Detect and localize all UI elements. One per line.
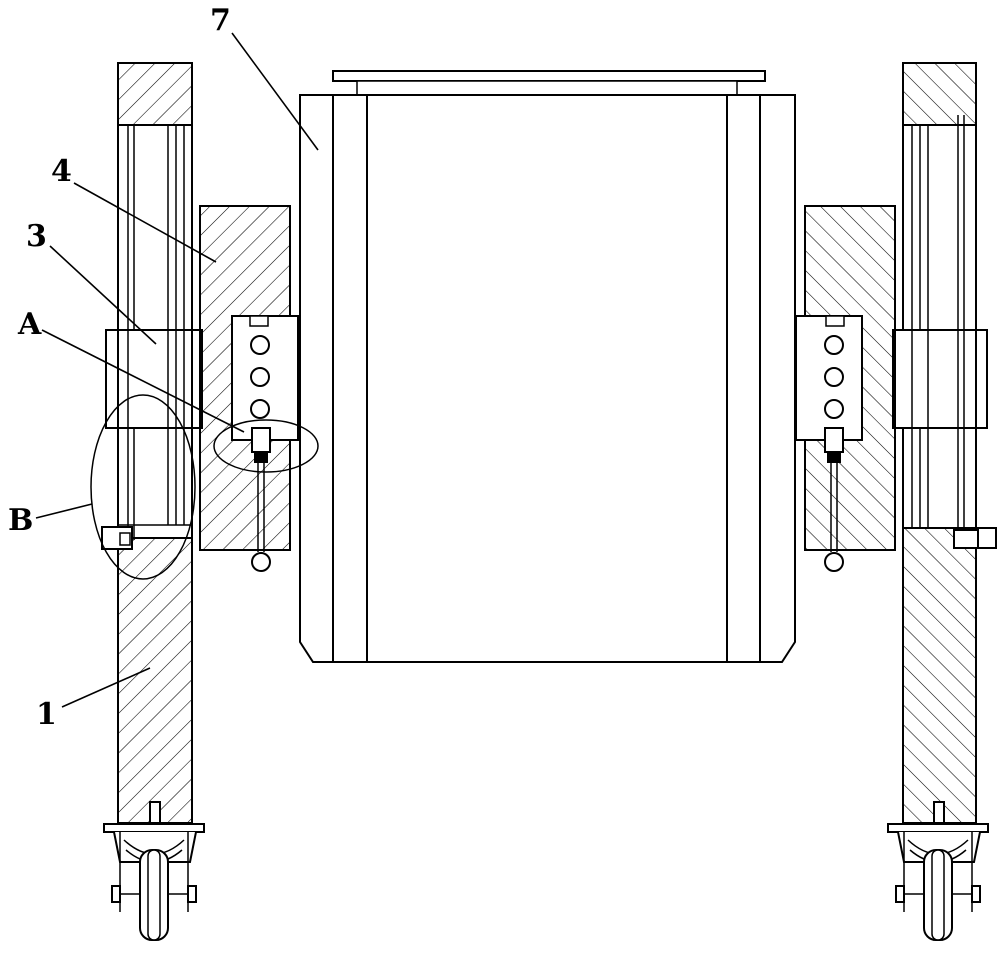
left-caster xyxy=(103,801,205,941)
label-4: 4 xyxy=(51,154,72,189)
central-container xyxy=(299,70,796,663)
detail-b-ellipse xyxy=(90,394,196,580)
left-clamp-block xyxy=(199,205,299,572)
label-1: 1 xyxy=(36,697,57,732)
right-slider xyxy=(892,329,988,429)
label-7: 7 xyxy=(210,3,231,38)
right-caster xyxy=(887,801,989,941)
right-lock-block xyxy=(953,529,979,549)
left-slider xyxy=(105,329,203,429)
right-clamp-block xyxy=(795,205,896,572)
label-a: A xyxy=(17,307,42,342)
left-column xyxy=(117,62,193,824)
detail-a-ellipse xyxy=(213,419,319,473)
label-b: B xyxy=(8,503,33,538)
right-column xyxy=(902,62,977,824)
label-3: 3 xyxy=(26,219,47,254)
leader-lines xyxy=(35,32,319,708)
